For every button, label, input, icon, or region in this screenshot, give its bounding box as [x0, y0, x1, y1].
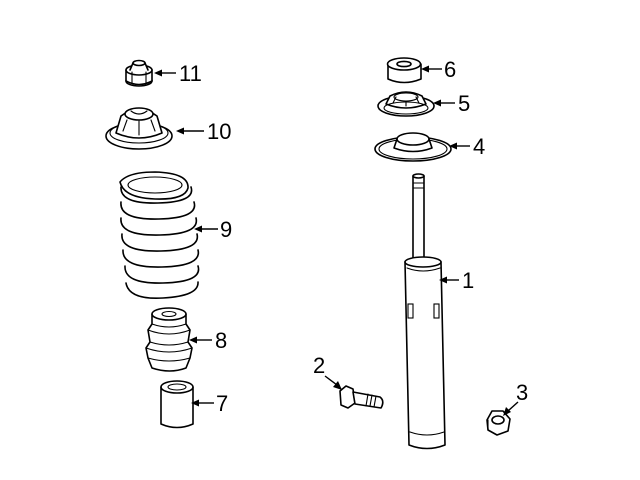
leader-4: [449, 142, 470, 150]
nut-3: [486, 410, 511, 436]
bushing-6: [386, 57, 422, 84]
lock-nut-11: [125, 59, 153, 87]
leader-6: [421, 65, 442, 73]
spring-seat-10: [105, 107, 173, 150]
bolt-2: [339, 385, 384, 409]
dust-boot-7: [160, 380, 194, 429]
leader-3: [503, 401, 519, 416]
callout-9: 9: [220, 217, 232, 242]
callout-11: 11: [179, 61, 202, 86]
shock-absorber-1: [404, 173, 446, 450]
callout-5: 5: [458, 91, 470, 116]
leader-lines: [154, 65, 519, 416]
callout-10: 10: [207, 119, 231, 144]
leader-5: [433, 99, 455, 107]
spring-seat-upper-4: [374, 132, 452, 162]
bump-stop-8: [145, 307, 193, 372]
leader-9: [194, 225, 218, 233]
leader-2: [324, 375, 342, 390]
callout-3: 3: [516, 380, 528, 405]
strut-mount-5: [377, 91, 435, 117]
leader-7: [191, 399, 214, 407]
callout-8: 8: [215, 328, 227, 353]
leader-1: [439, 276, 459, 284]
callout-4: 4: [473, 134, 485, 159]
callout-1: 1: [462, 268, 474, 293]
coil-spring-9: [119, 171, 200, 300]
callout-labels: 11 10 9 8 7 6 5 4 1 2 3: [179, 57, 528, 416]
callout-7: 7: [216, 391, 228, 416]
callout-2: 2: [313, 353, 325, 378]
leader-8: [189, 336, 212, 344]
leader-11: [154, 69, 176, 77]
leader-10: [176, 127, 204, 135]
callout-6: 6: [444, 57, 456, 82]
